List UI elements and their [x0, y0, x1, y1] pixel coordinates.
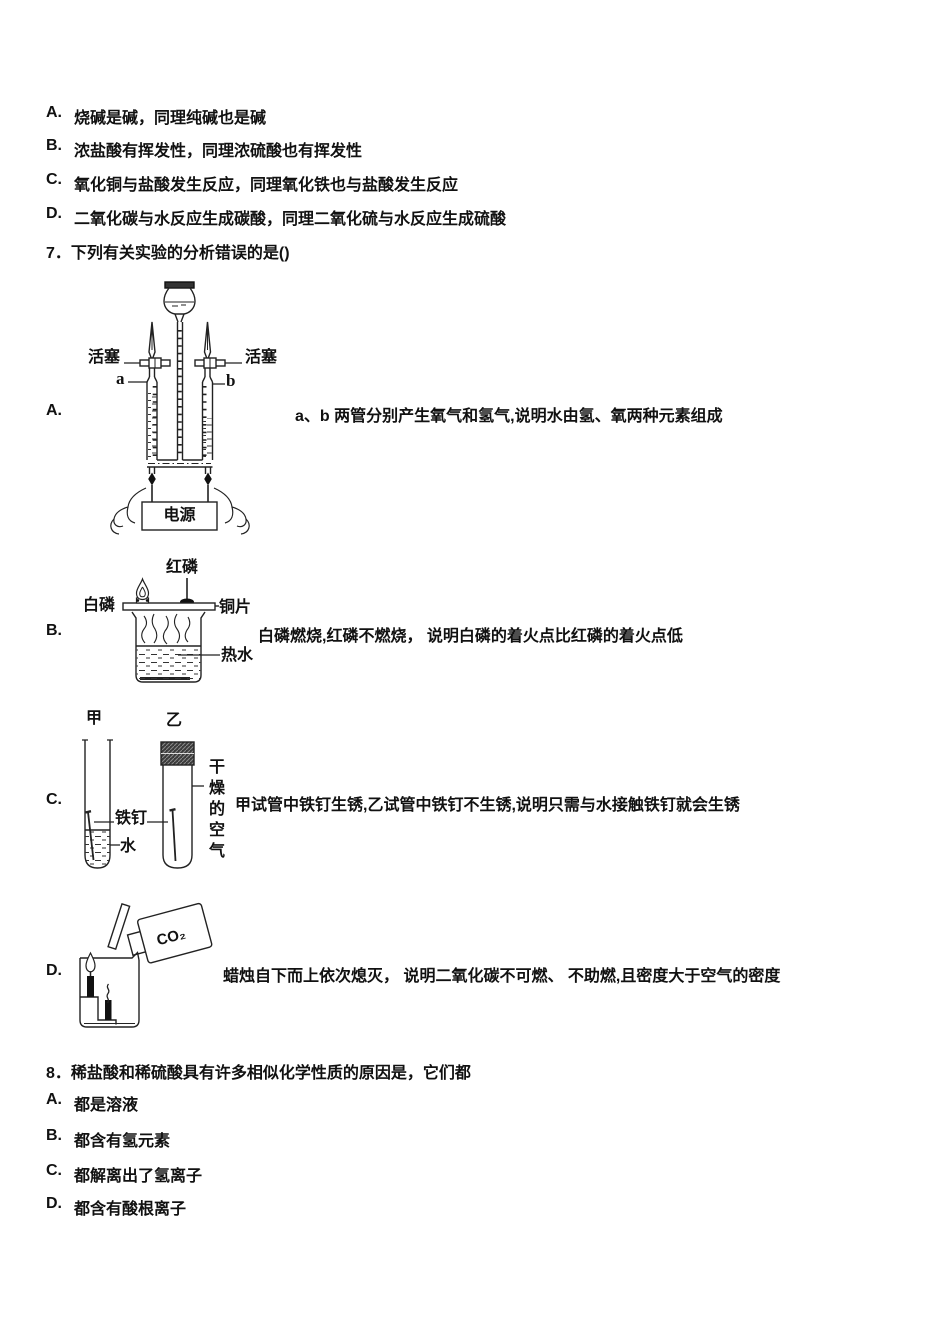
electrode-left [148, 472, 156, 486]
q6-option-c-letter: C. [46, 171, 62, 188]
q8-stem: 8．稀盐酸和稀硫酸具有许多相似化学性质的原因是，它们都 [46, 1065, 471, 1082]
q8-option-d-letter: D. [46, 1195, 62, 1212]
beaker [131, 611, 206, 683]
q8-option-d-text: 都含有酸根离子 [74, 1201, 187, 1218]
electrolysis-apparatus-diagram [110, 281, 250, 535]
tube-b-label: b [226, 371, 236, 390]
smoke-wisp [106, 983, 110, 1004]
q6-option-c-text: 氧化铜与盐酸发生反应，同理氧化铁也与盐酸发生反应 [74, 177, 459, 194]
co2-label: CO₂ [155, 925, 188, 949]
candle-short [105, 1000, 112, 1020]
test-tube-yi [162, 765, 193, 869]
q8-option-c-letter: C. [46, 1162, 62, 1179]
co2-candles-diagram: CO₂ [79, 902, 213, 1028]
q7-option-d-text: 蜡烛自下而上依次熄灭， 说明二氧化碳不可燃、 不助燃,且密度大于空气的密度 [223, 968, 781, 985]
candle-tall [87, 976, 94, 997]
funnel-bulb [163, 287, 196, 315]
piston-left-label: 活塞 [88, 349, 121, 366]
q8-option-b-letter: B. [46, 1127, 62, 1144]
tube-a-walls [146, 382, 158, 460]
q8-option-c-text: 都解离出了氢离子 [74, 1168, 203, 1185]
beaker-body [79, 958, 140, 1028]
nail-left [87, 811, 95, 861]
tube-a-liquid [147, 392, 157, 459]
q6-option-a-text: 烧碱是碱，同理纯碱也是碱 [74, 110, 267, 127]
tube-jia-label: 甲 [86, 710, 103, 727]
q7-option-a-letter: A. [46, 402, 62, 419]
dry-air-label: 干燥的空气 [208, 759, 225, 861]
piston-right-label: 活塞 [245, 349, 278, 366]
red-phosphorus-label: 红磷 [166, 559, 199, 576]
phosphorus-experiment-diagram [122, 577, 220, 683]
q6-option-d-text: 二氧化碳与水反应生成碳酸，同理二氧化硫与水反应生成硫酸 [74, 211, 507, 228]
tube-b-liquid [203, 418, 212, 459]
tube-b-walls [201, 382, 214, 460]
q7-option-a-text: a、b 两管分别产生氧气和氢气,说明水由氢、氧两种元素组成 [295, 408, 723, 425]
beaker-rim [80, 951, 140, 961]
q6-option-b-text: 浓盐酸有挥发性，同理浓硫酸也有挥发性 [74, 143, 363, 160]
iron-nail-label: 铁钉 [115, 810, 148, 827]
copper-sheet [122, 602, 216, 611]
q8-option-b-text: 都含有氢元素 [74, 1133, 171, 1150]
nail-right [171, 809, 177, 862]
copper-sheet-label: 铜片 [219, 599, 252, 616]
q7-option-d-letter: D. [46, 962, 62, 979]
tube-yi-label: 乙 [166, 712, 183, 729]
rust-experiment-diagram [82, 739, 204, 869]
q6-option-b-letter: B. [46, 137, 62, 154]
water-fill [85, 830, 110, 868]
hot-water-label: 热水 [221, 647, 254, 664]
hot-water-fill [136, 647, 201, 680]
q8-option-a-text: 都是溶液 [74, 1097, 139, 1114]
electrode-right [204, 472, 212, 486]
q6-option-a-letter: A. [46, 104, 62, 121]
water-label: 水 [120, 838, 137, 855]
q7-option-c-text: 甲试管中铁钉生锈,乙试管中铁钉不生锈,说明只需与水接触铁钉就会生锈 [235, 797, 740, 814]
q6-option-d-letter: D. [46, 205, 62, 222]
funnel-lid [164, 281, 195, 289]
candle-flame [85, 951, 96, 973]
q7-option-c-letter: C. [46, 791, 62, 808]
q7-option-b-letter: B. [46, 622, 62, 639]
white-phosphorus-label: 白磷 [83, 597, 116, 614]
q7-stem: 7．下列有关实验的分析错误的是() [46, 245, 290, 262]
glass-plate [107, 902, 131, 950]
power-supply-box [141, 501, 218, 531]
q8-option-a-letter: A. [46, 1091, 62, 1108]
tube-a-label: a [116, 369, 125, 388]
power-supply-label: 电源 [163, 507, 196, 524]
q7-option-b-text: 白磷燃烧,红磷不燃烧， 说明白磷的着火点比红磷的着火点低 [258, 628, 683, 645]
gas-bottle: CO₂ [126, 902, 213, 964]
